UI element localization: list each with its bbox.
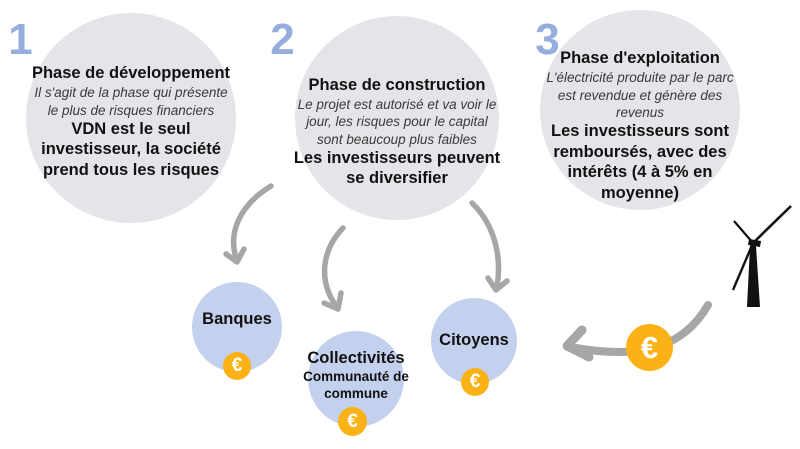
euro-symbol: € [231,355,243,376]
phase-2-number: 2 [270,15,294,64]
flow-arrow-to-banques [223,183,274,265]
investor-label-citoyens: Citoyens [439,331,509,350]
phase-1-circle: Phase de développement Il s'agit de la p… [26,13,236,223]
euro-coin-icon: € [338,407,367,436]
euro-coin-icon: € [626,324,673,371]
investor-sublabel-collectivites: Communauté de commune [303,369,409,401]
investor-label-banques: Banques [202,310,272,329]
euro-symbol: € [469,371,481,392]
phase-3-subtitle: L'électricité produite par le parc est r… [546,70,734,120]
phase-2-subtitle: Le projet est autorisé et va voir le jou… [297,97,497,147]
wind-turbine-icon [731,205,792,307]
investor-circle-banques: Banques [192,282,282,372]
phase-2-title: Phase de construction [308,75,486,94]
flow-arrow-to-citoyens [469,200,510,293]
euro-symbol: € [640,329,659,365]
phase-3-detail: Les investisseurs sont remboursés, avec … [551,121,729,203]
investor-circle-collectivites: Collectivités Communauté de commune [303,331,409,427]
phase-2-circle: Phase de construction Le projet est auto… [293,16,501,220]
phase-1-number: 1 [8,15,32,64]
phase-3-circle: Phase d'exploitation L'électricité produ… [540,10,740,210]
euro-coin-icon: € [461,368,489,396]
flow-arrow-to-collectivites [321,225,346,312]
phase-1-subtitle: Il s'agit de la phase qui présente le pl… [34,85,228,118]
euro-coin-icon: € [223,352,251,380]
investor-label-collectivites: Collectivités [307,349,405,368]
phase-1-detail: VDN est le seul investisseur, la société… [41,119,221,180]
euro-symbol: € [347,410,358,432]
phase-3-title: Phase d'exploitation [560,49,720,67]
phase-1-title: Phase de développement [31,63,231,82]
phase-2-detail: Les investisseurs peuvent se diversifier [293,148,501,188]
